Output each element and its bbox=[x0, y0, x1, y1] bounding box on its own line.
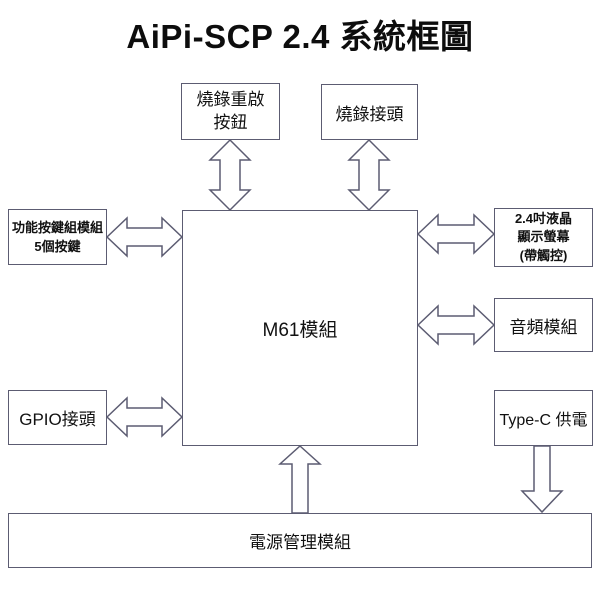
node-burn-connector: 燒錄接頭 bbox=[321, 84, 418, 140]
node-label: M61模組 bbox=[262, 319, 338, 341]
node-label: 2.4吋液晶 bbox=[514, 211, 573, 227]
node-power-management-module: 電源管理模組 bbox=[8, 513, 592, 568]
node-label: 5個按鍵 bbox=[34, 239, 81, 254]
node-lcd-display: 2.4吋液晶 顯示螢幕 (帶觸控) bbox=[494, 208, 593, 267]
node-label: 燒錄接頭 bbox=[335, 104, 404, 124]
node-label: Type-C 供電 bbox=[499, 412, 588, 429]
up-arrow-power-m61-icon bbox=[278, 444, 322, 514]
node-label: 按鈕 bbox=[213, 112, 248, 132]
double-arrow-gpio-m61-icon bbox=[105, 396, 184, 438]
node-label: GPIO接頭 bbox=[19, 410, 96, 429]
node-audio-module: 音頻模組 bbox=[494, 298, 593, 352]
double-arrow-function-keys-m61-icon bbox=[105, 216, 184, 258]
node-label: 顯示螢幕 bbox=[517, 229, 570, 245]
double-arrow-burn-connector-m61-icon bbox=[347, 138, 391, 212]
node-label: (帶觸控) bbox=[519, 247, 568, 263]
node-typec-power: Type-C 供電 bbox=[494, 390, 593, 446]
down-arrow-typec-power-icon bbox=[520, 445, 564, 514]
node-label: 功能按鍵組模組 bbox=[11, 219, 103, 235]
node-label: 電源管理模組 bbox=[249, 533, 351, 552]
double-arrow-burn-restart-m61-icon bbox=[208, 138, 252, 212]
node-burn-restart-button: 燒錄重啟 按鈕 bbox=[181, 83, 280, 140]
node-gpio-connector: GPIO接頭 bbox=[8, 390, 107, 445]
node-function-key-module: 功能按鍵組模組 5個按鍵 bbox=[8, 209, 107, 265]
node-label: 音頻模組 bbox=[509, 317, 578, 337]
node-m61-module: M61模組 bbox=[182, 210, 418, 446]
node-label: 燒錄重啟 bbox=[196, 89, 265, 109]
double-arrow-m61-audio-icon bbox=[416, 304, 496, 346]
diagram-title: AiPi-SCP 2.4 系統框圖 bbox=[126, 18, 474, 55]
double-arrow-m61-lcd-icon bbox=[416, 213, 496, 255]
